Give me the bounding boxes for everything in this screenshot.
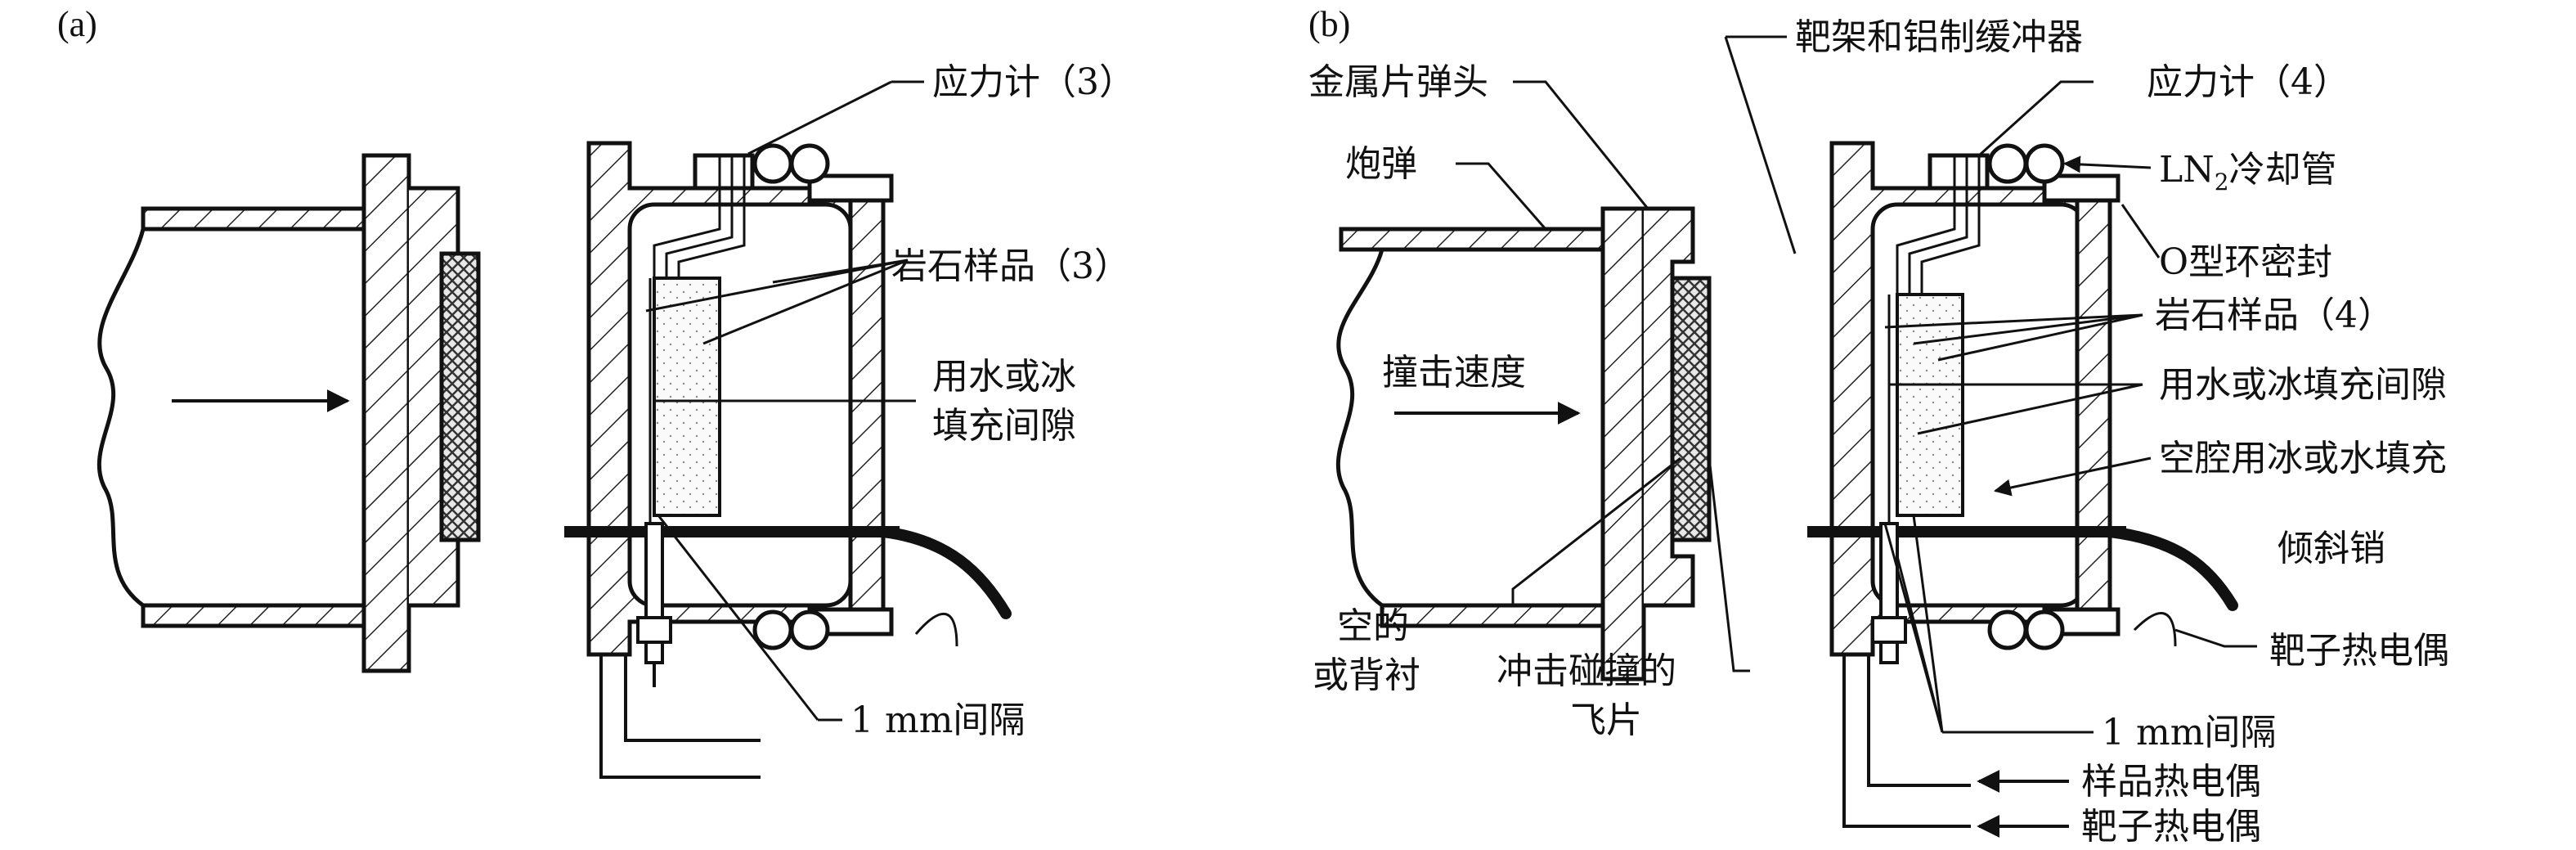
label-empty-line2: 或背衬 xyxy=(1313,654,1420,696)
leader-target-thermocouple xyxy=(2174,628,2257,648)
leader-metal-tip xyxy=(1513,80,1649,209)
leader-strain-gauge-b xyxy=(1977,80,2094,157)
label-projectile: 炮弹 xyxy=(1345,143,1417,185)
label-sample-thermocouple: 样品热电偶 xyxy=(2081,761,2261,803)
label-strain-gauge-b: 应力计（4） xyxy=(2147,61,2349,103)
label-impact-velocity: 撞击速度 xyxy=(1382,352,1526,394)
label-o-ring: O型环密封 xyxy=(2159,241,2332,283)
projectile-b xyxy=(1335,206,1712,681)
label-flyer-line1: 冲击碰撞的 xyxy=(1497,650,1676,692)
panel-b-tag: (b) xyxy=(1308,4,1350,44)
label-gap-fill-a-line1: 用水或冰 xyxy=(932,356,1076,398)
leader-cavity-fill xyxy=(1993,456,2152,497)
label-metal-tip: 金属片弹头 xyxy=(1308,61,1488,103)
leader-gap-1mm-b xyxy=(1883,515,2094,734)
leader-ln2-tube xyxy=(2062,155,2152,173)
label-target-holder: 靶架和铝制缓冲器 xyxy=(1795,16,2083,58)
label-target-thermocouple: 靶子热电偶 xyxy=(2269,630,2449,672)
label-gap-fill-b: 用水或冰填充间隙 xyxy=(2159,364,2447,406)
leader-o-ring xyxy=(2120,204,2161,259)
label-rock-sample-b: 岩石样品（4） xyxy=(2155,295,2394,336)
label-gap-1mm-a: 1 mm间隔 xyxy=(850,699,1025,741)
target-holder-a xyxy=(564,141,1012,779)
leader-rock-sample-a xyxy=(645,259,909,345)
leader-target-holder xyxy=(1724,35,1797,254)
panel-a: (a) xyxy=(57,4,1135,779)
label-tilt-pin: 倾斜销 xyxy=(2278,528,2385,569)
leader-flyer xyxy=(1708,457,1750,672)
leader-empty-backing xyxy=(1511,456,1681,605)
leader-gap-1mm-a xyxy=(657,515,819,721)
target-holder-b xyxy=(1807,141,2238,828)
panel-a-tag: (a) xyxy=(57,4,97,44)
panel-b: (b) 撞击速度 xyxy=(1308,4,2449,848)
leader-strain-gauge-a xyxy=(747,80,892,155)
leader-gap-fill-b xyxy=(1889,383,2143,435)
label-flyer-line2: 飞片 xyxy=(1570,699,1642,741)
label-gap-1mm-b: 1 mm间隔 xyxy=(2102,712,2276,753)
label-strain-gauge-a: 应力计（3） xyxy=(932,61,1135,103)
leader-rock-sample-b xyxy=(1884,313,2143,362)
label-ln2-tube: LN2冷却管 xyxy=(2159,149,2337,196)
label-gap-fill-a-line2: 填充间隙 xyxy=(932,405,1076,447)
label-target-thermocouple-bottom: 靶子热电偶 xyxy=(2081,806,2261,848)
label-empty-line1: 空的 xyxy=(1337,605,1409,647)
leader-projectile xyxy=(1456,162,1547,230)
label-cavity-fill: 空腔用冰或水填充 xyxy=(2159,438,2447,479)
label-rock-sample-a: 岩石样品（3） xyxy=(891,245,1130,287)
projectile-a xyxy=(96,153,481,673)
